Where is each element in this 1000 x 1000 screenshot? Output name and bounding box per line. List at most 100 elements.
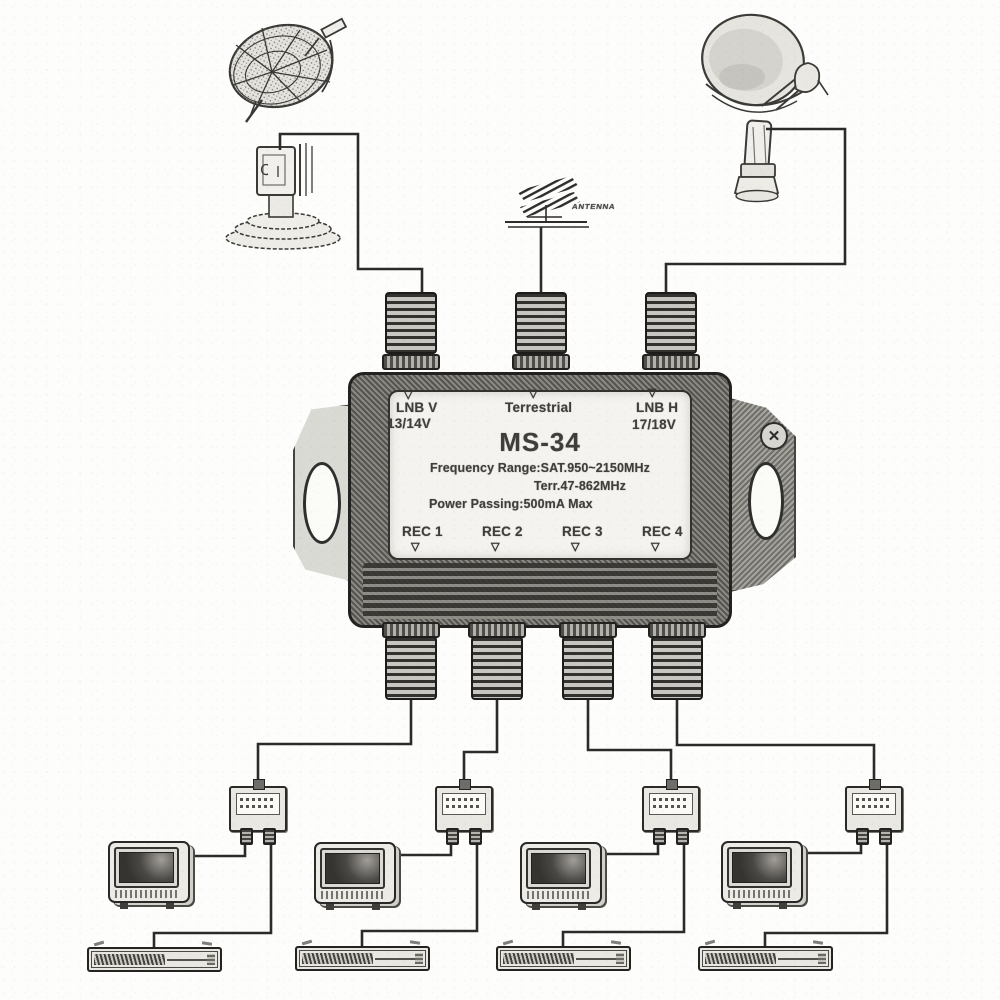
wire-rec1 bbox=[256, 698, 413, 788]
diplexer-tv-port bbox=[653, 828, 666, 845]
tv-bezel bbox=[114, 847, 179, 888]
output-connector-rec3 bbox=[562, 636, 614, 700]
diplexer-receiver-port bbox=[263, 828, 276, 845]
tv-screen bbox=[119, 852, 174, 883]
wire-rec2 bbox=[462, 698, 499, 788]
wire-stb4 bbox=[763, 845, 889, 948]
antenna-label: ANTENNA bbox=[571, 202, 617, 211]
diplexer-label bbox=[852, 793, 896, 815]
diplexer-1 bbox=[229, 779, 287, 845]
lnb-right bbox=[733, 119, 780, 203]
wire-tv2 bbox=[399, 845, 453, 857]
tv-bezel bbox=[727, 847, 792, 888]
tv-1 bbox=[108, 841, 190, 909]
multiswitch-label-panel bbox=[388, 390, 692, 560]
ventilation-ridges bbox=[363, 563, 717, 619]
input-connector-lnb-h bbox=[645, 292, 697, 354]
wire-stb1 bbox=[152, 845, 273, 949]
input-connector-terrestrial bbox=[515, 292, 567, 354]
spec-power-passing: Power Passing:500mA Max bbox=[429, 497, 593, 511]
receiver-front-panel bbox=[299, 950, 426, 967]
lnb-left bbox=[225, 143, 341, 250]
diplexer-label bbox=[236, 793, 280, 815]
diplexer-tv-port bbox=[856, 828, 869, 845]
connector-base bbox=[382, 354, 440, 370]
wire-lnb-left-to-input bbox=[278, 132, 424, 293]
diplexer-receiver-port bbox=[676, 828, 689, 845]
tv-3 bbox=[520, 842, 602, 910]
output-label-rec3: REC 3 bbox=[562, 524, 603, 539]
satellite-dish-left bbox=[228, 17, 348, 123]
receiver-front-panel bbox=[91, 951, 218, 968]
mounting-hole-icon bbox=[303, 462, 341, 544]
mounting-flange-left bbox=[293, 404, 354, 582]
receiver-2 bbox=[295, 946, 430, 971]
coax-wires bbox=[152, 127, 889, 949]
output-connector-rec1 bbox=[385, 636, 437, 700]
tv-screen bbox=[732, 852, 787, 883]
wire-rec3 bbox=[586, 698, 673, 788]
spec-terrestrial-range: Terr.47-862MHz bbox=[533, 479, 626, 493]
diplexer-label bbox=[649, 793, 693, 815]
diplexer-3 bbox=[642, 779, 700, 845]
arrow-icon: ▽ bbox=[648, 387, 657, 399]
satellite-dish-right bbox=[701, 13, 829, 113]
diplexer-tv-port bbox=[240, 828, 253, 845]
arrow-icon: ▽ bbox=[491, 541, 500, 553]
diplexer-4 bbox=[845, 779, 903, 845]
mounting-hole-icon bbox=[748, 462, 784, 540]
arrow-icon: ▽ bbox=[404, 389, 413, 401]
output-label-rec1: REC 1 bbox=[402, 524, 443, 539]
input-voltage-lnb-h: 17/18V bbox=[632, 417, 676, 432]
tv-bezel bbox=[526, 848, 591, 889]
spec-frequency-range: Frequency Range:SAT.950~2150MHz bbox=[430, 461, 650, 475]
wire-stb2 bbox=[360, 845, 479, 948]
input-voltage-lnb-v: 13/14V bbox=[387, 416, 431, 431]
arrow-icon: ▽ bbox=[529, 388, 538, 400]
receiver-4 bbox=[698, 946, 833, 971]
connector-base bbox=[512, 354, 570, 370]
output-label-rec2: REC 2 bbox=[482, 524, 523, 539]
tv-screen bbox=[325, 853, 380, 884]
diplexer-receiver-port bbox=[879, 828, 892, 845]
tv-screen bbox=[531, 853, 586, 884]
tv-4 bbox=[721, 841, 803, 909]
wire-tv3 bbox=[605, 845, 660, 856]
input-label-lnb-h: LNB H bbox=[636, 400, 679, 415]
model-label: MS-34 bbox=[499, 427, 581, 457]
wire-tv1 bbox=[193, 845, 247, 858]
receiver-1 bbox=[87, 947, 222, 972]
receiver-3 bbox=[496, 946, 631, 971]
receiver-front-panel bbox=[702, 950, 829, 967]
output-connector-rec2 bbox=[471, 636, 523, 700]
screw-icon: ✕ bbox=[760, 422, 788, 450]
output-label-rec4: REC 4 bbox=[642, 524, 683, 539]
mounting-flange-right: ✕ bbox=[730, 398, 796, 592]
arrow-icon: ▽ bbox=[571, 541, 580, 553]
wire-tv4 bbox=[806, 845, 863, 855]
wire-stb3 bbox=[561, 845, 686, 948]
diplexer-input-port bbox=[253, 779, 265, 790]
diplexer-input-port bbox=[459, 779, 471, 790]
terrestrial-antenna bbox=[505, 176, 589, 292]
tv-2 bbox=[314, 842, 396, 910]
diplexer-input-port bbox=[666, 779, 678, 790]
tv-speaker-grille bbox=[321, 891, 383, 899]
arrow-icon: ▽ bbox=[411, 541, 420, 553]
wire-lnb-right-to-input bbox=[664, 127, 847, 293]
diplexer-input-port bbox=[869, 779, 881, 790]
arrow-icon: ▽ bbox=[651, 541, 660, 553]
receiver-front-panel bbox=[500, 950, 627, 967]
wire-rec4 bbox=[675, 698, 876, 788]
input-connector-lnb-v bbox=[385, 292, 437, 354]
diplexer-receiver-port bbox=[469, 828, 482, 845]
tv-speaker-grille bbox=[527, 891, 589, 899]
diplexer-label bbox=[442, 793, 486, 815]
tv-speaker-grille bbox=[115, 890, 177, 898]
tv-bezel bbox=[320, 848, 385, 889]
diplexer-2 bbox=[435, 779, 493, 845]
connector-base bbox=[642, 354, 700, 370]
tv-speaker-grille bbox=[728, 890, 790, 898]
